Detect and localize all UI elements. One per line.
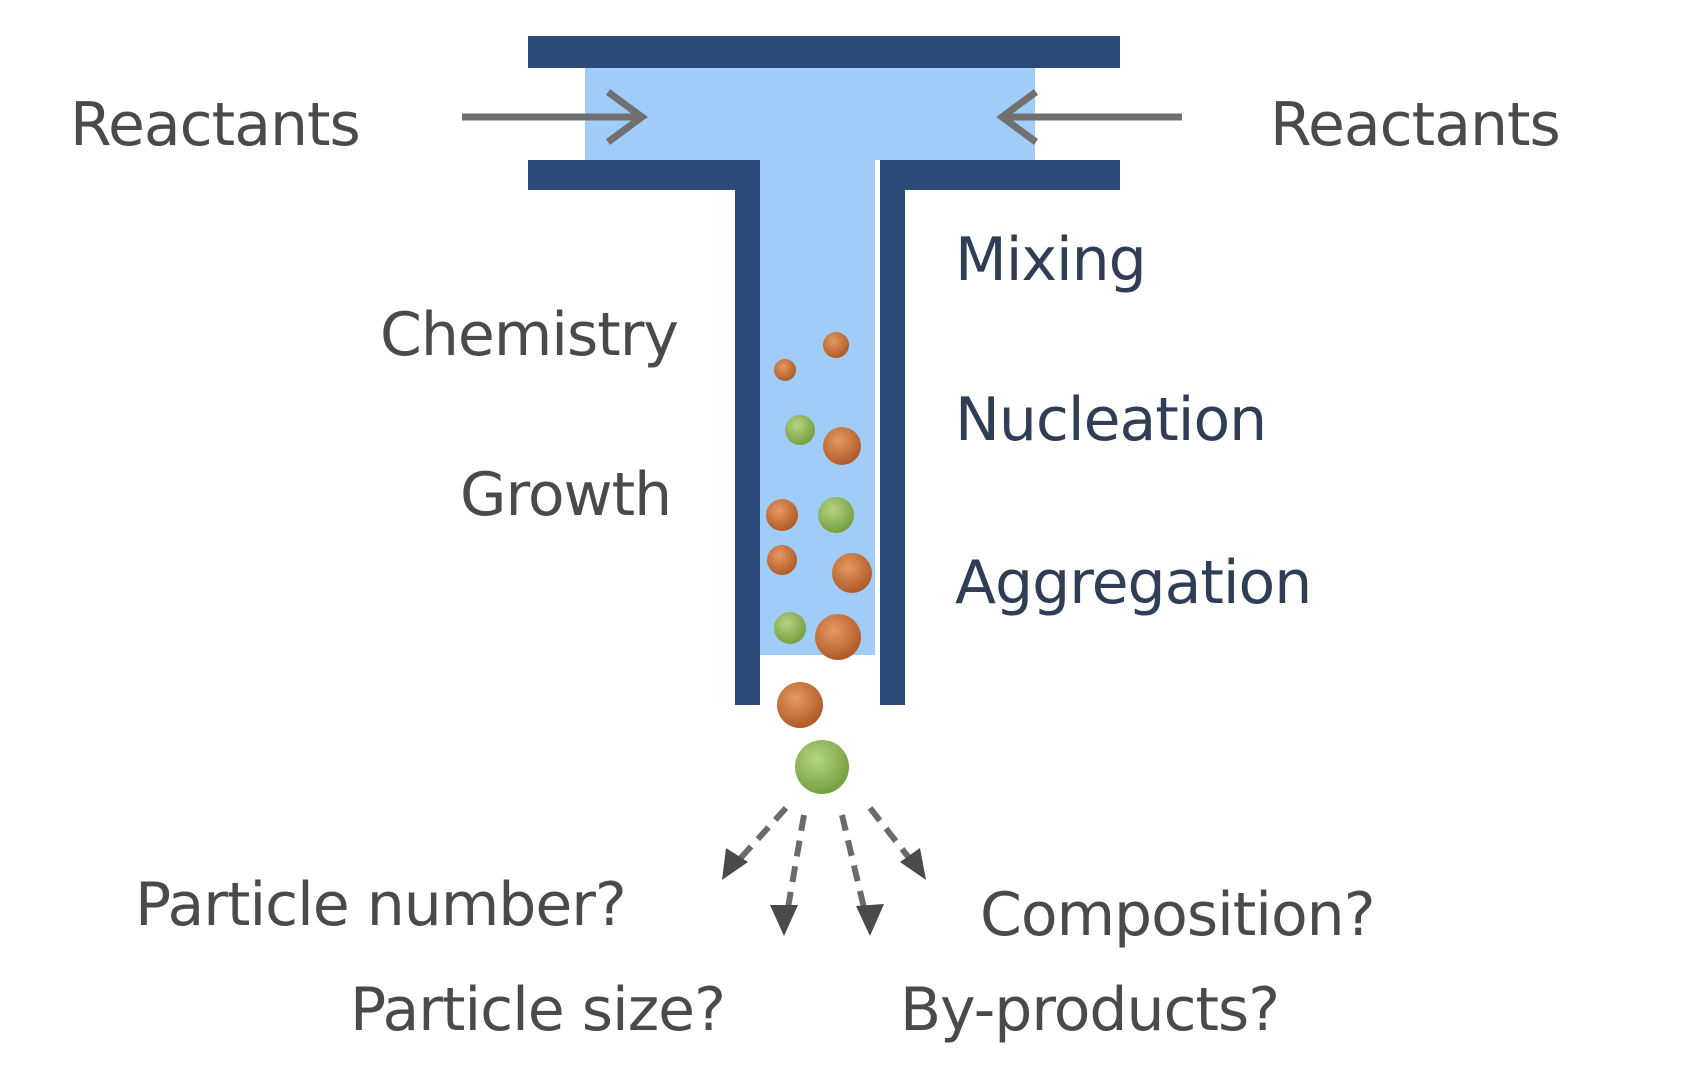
top-wall	[528, 36, 1120, 68]
composition-label: Composition?	[980, 880, 1376, 950]
particle-green	[795, 740, 849, 794]
particle-orange	[767, 545, 797, 575]
growth-label: Growth	[460, 460, 672, 530]
lower-right-wall	[880, 160, 1120, 190]
particle-green	[774, 612, 806, 644]
outlet-arrows	[725, 805, 923, 926]
particle-orange	[832, 553, 872, 593]
particle-green	[818, 497, 854, 533]
particle-orange	[766, 499, 798, 531]
arrow-particle-number	[725, 805, 789, 875]
left-reactants-label: Reactants	[70, 90, 361, 160]
chemistry-label: Chemistry	[380, 300, 679, 370]
mixing-label: Mixing	[955, 225, 1147, 295]
particle-orange	[777, 682, 823, 728]
particle-orange	[774, 359, 796, 381]
left-inlet-arrow	[462, 89, 648, 145]
top-channel-fluid	[585, 68, 1035, 160]
particle-size-label: Particle size?	[350, 975, 726, 1045]
arrow-by-products	[839, 814, 871, 926]
right-reactants-label: Reactants	[1270, 90, 1561, 160]
particle-green	[785, 415, 815, 445]
outlet-arrowheads	[722, 848, 926, 936]
particle-orange	[823, 332, 849, 358]
right-inlet-arrow	[996, 89, 1182, 145]
left-channel-wall	[735, 160, 760, 705]
particle-number-label: Particle number?	[135, 870, 627, 940]
particle-orange	[815, 614, 861, 660]
right-channel-wall	[880, 160, 905, 705]
by-products-label: By-products?	[900, 975, 1280, 1045]
particle-orange	[823, 427, 861, 465]
lower-left-wall	[528, 160, 758, 190]
aggregation-label: Aggregation	[955, 548, 1312, 618]
nucleation-label: Nucleation	[955, 385, 1267, 455]
